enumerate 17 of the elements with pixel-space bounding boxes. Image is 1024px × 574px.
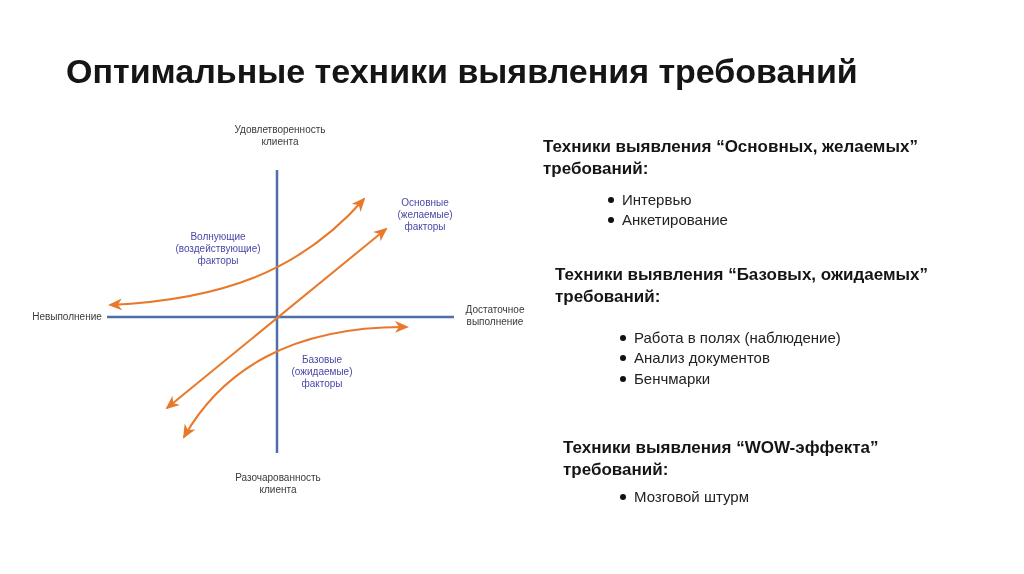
- axis-label: Невыполнение: [31, 311, 103, 323]
- axis-label: Удовлетворенность клиента: [233, 124, 327, 148]
- axis-label: Достаточное выполнение: [464, 304, 526, 328]
- curve-label: Базовые (ожидаемые) факторы: [290, 354, 354, 390]
- axis-label: Разочарованность клиента: [234, 472, 322, 496]
- list-item: Бенчмарки: [634, 369, 711, 388]
- section-heading: Техники выявления “Основных, желаемых” требований:: [543, 136, 919, 180]
- list-item: Анализ документов: [634, 348, 770, 367]
- slide-title: Оптимальные техники выявления требований: [66, 52, 858, 91]
- list-item: Работа в полях (наблюдение): [634, 328, 841, 347]
- list-item: Интервью: [622, 190, 692, 209]
- section-heading: Техники выявления “WOW-эффекта” требований:: [563, 437, 880, 481]
- list-item: Анкетирование: [622, 210, 728, 229]
- curve-label: Волнующие (воздействующие) факторы: [174, 231, 262, 267]
- list-item: Мозговой штурм: [634, 487, 749, 506]
- section-heading: Техники выявления “Базовых, ожидаемых” требований:: [555, 264, 929, 308]
- curve-label: Основные (желаемые) факторы: [396, 197, 454, 233]
